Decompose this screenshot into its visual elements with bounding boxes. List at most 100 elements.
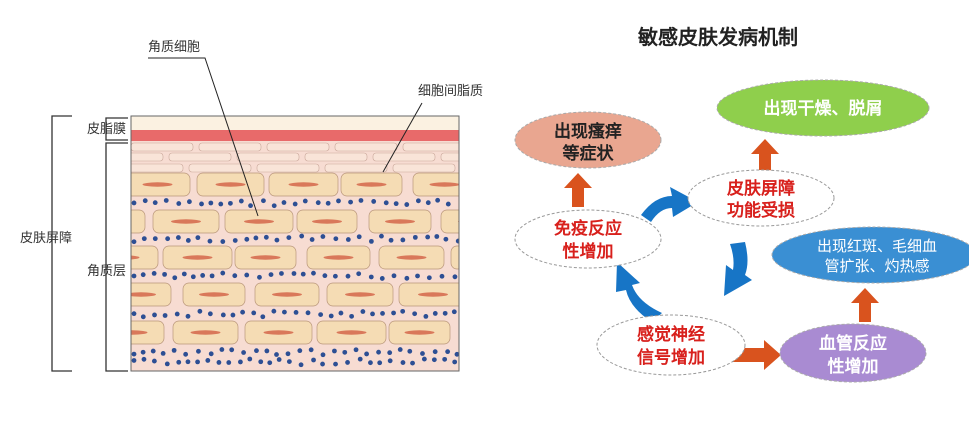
flat-cell [392, 163, 456, 173]
sebum-film-bracket [105, 117, 128, 141]
lipid-dot [286, 235, 292, 241]
lipid-dot [442, 310, 448, 316]
skin-border [130, 115, 460, 372]
lipid-dot [439, 273, 445, 279]
lipid-dot [274, 237, 280, 243]
lipid-dot [185, 313, 191, 319]
lipid-dot [308, 347, 314, 353]
lipid-dot [238, 198, 244, 204]
lipid-dot [311, 270, 316, 276]
flat-cell [372, 152, 436, 162]
flat-cell [198, 142, 262, 152]
lipid-dot [152, 312, 157, 318]
lipid-dot [451, 309, 457, 315]
lipid-dot [190, 274, 196, 280]
lipid-dot [412, 234, 418, 240]
lipid-dot [380, 311, 385, 316]
lipid-dot [131, 311, 137, 317]
lipid-dot [371, 199, 377, 204]
arrow-up-icon [751, 139, 779, 172]
lipid-dot [443, 236, 449, 242]
lipid-dot [263, 234, 269, 240]
flat-cell [188, 163, 252, 173]
lipid-dot [274, 352, 279, 357]
lipid-dot [452, 274, 458, 280]
lipid-dot [205, 358, 211, 363]
lipid-dot [207, 311, 213, 317]
lipid-dot [195, 359, 200, 365]
lipid-dot [131, 351, 137, 357]
label-corneocyte: 角质细胞 [148, 40, 200, 55]
lipid-dot [342, 349, 348, 355]
cell-nucleus [385, 219, 415, 224]
cell-nucleus [190, 330, 221, 335]
lipid-dot [302, 198, 308, 204]
cell-nucleus [404, 330, 435, 335]
lipid-dot [207, 238, 213, 244]
lipid-dot [162, 271, 167, 277]
node-itch-line1: 出现瘙痒 [554, 121, 622, 142]
lipid-dot [199, 201, 204, 207]
cell-nucleus [418, 292, 448, 297]
lipid-dot [345, 273, 351, 279]
lipid-dot [356, 271, 362, 277]
lipid-dot [219, 347, 225, 352]
cell-nucleus [244, 219, 274, 224]
lipid-dot [300, 271, 306, 277]
lipid-dot [391, 273, 397, 279]
lipid-dot [432, 311, 438, 316]
node-redness-line2: 管扩张、灼热感 [824, 257, 929, 275]
lipid-dot [431, 357, 437, 363]
cell-nucleus [98, 219, 128, 223]
sebum-film-band [131, 130, 459, 141]
lipid-dot [261, 198, 266, 204]
lipid-dot [226, 360, 232, 365]
lipid-dot [244, 236, 250, 242]
lipid-dot [291, 271, 297, 276]
lipid-dot [267, 360, 273, 366]
node-itch-line2: 等症状 [563, 143, 615, 164]
lipid-dot [197, 308, 203, 314]
lipid-dot [345, 237, 351, 242]
lipid-dot [140, 349, 146, 355]
lipid-dot [187, 199, 192, 205]
label-intercellular-lipid: 细胞间脂质 [418, 84, 483, 99]
lipid-dot [388, 237, 394, 243]
cell-nucleus [345, 292, 375, 297]
node-nerve: 感觉神经 信号增加 [596, 314, 746, 376]
lipid-dot [404, 202, 410, 207]
cell-nucleus [312, 219, 342, 224]
lipid-dot [338, 310, 344, 316]
lipid-dot [320, 352, 326, 358]
lipid-dot [176, 201, 182, 206]
lipid-dot [415, 273, 420, 279]
corneocyte-leader-line [148, 57, 259, 217]
cell-nucleus [323, 255, 354, 260]
node-barrier-line2: 功能受损 [727, 200, 795, 221]
lipid-dot [299, 233, 305, 239]
node-barrier-line1: 皮肤屏障 [727, 178, 795, 199]
flat-cell [402, 142, 459, 152]
lipid-dot [452, 359, 458, 365]
lipid-dot [140, 314, 146, 320]
lipid-leader-line [382, 102, 423, 173]
lipid-dot [131, 358, 137, 363]
node-immune-line2: 性增加 [563, 241, 614, 262]
lipid-dot [368, 360, 373, 366]
lipid-dot [253, 235, 259, 241]
arrow-up-icon [851, 288, 879, 322]
lipid-dot [426, 275, 432, 281]
lipid-dot [455, 238, 459, 244]
lipid-dot [282, 309, 287, 315]
lipid-dot [357, 356, 363, 362]
lipid-dot [333, 236, 339, 242]
corneocyte [461, 321, 524, 344]
flat-cell [131, 142, 194, 152]
flat-cell [131, 163, 184, 173]
lipid-dot [228, 200, 233, 206]
lipid-dot [332, 273, 338, 279]
cell-nucleus [131, 292, 156, 297]
lipid-dot [229, 347, 235, 353]
label-stratum-corneum: 角质层 [87, 264, 126, 279]
lipid-dot [209, 273, 215, 279]
